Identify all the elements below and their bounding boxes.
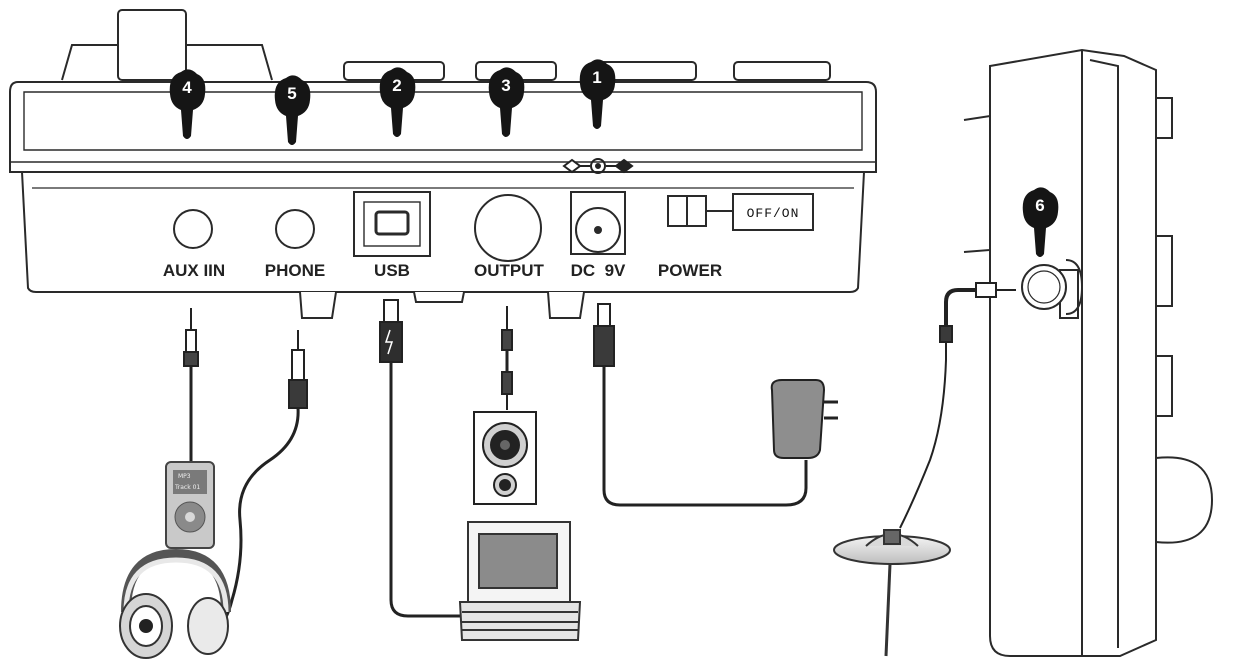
marker-number-5: 5	[287, 84, 296, 103]
pointing-hand-icon: 6	[1022, 187, 1059, 257]
marker-number-4: 4	[182, 78, 192, 97]
cymbal-icon	[833, 529, 951, 657]
marker-number-1: 1	[592, 68, 601, 87]
mp3-brand: MP3	[178, 473, 191, 480]
aux-cable	[183, 308, 199, 462]
drum-module-back	[9, 9, 877, 319]
power-adapter-icon	[770, 379, 838, 459]
usb-cable	[379, 299, 470, 618]
port-label-output: OUTPUT	[474, 261, 545, 280]
marker-number-3: 3	[501, 76, 510, 95]
output-cable	[501, 306, 513, 410]
dc-cable	[593, 303, 808, 507]
marker-number-2: 2	[392, 76, 401, 95]
marker-number-6: 6	[1035, 196, 1044, 215]
port-label-phone: PHONE	[265, 261, 325, 280]
pointing-hand-icon: 4	[169, 69, 206, 139]
mp3-screen-text: Track 01	[174, 484, 200, 491]
pointing-hand-icon: 2	[379, 67, 416, 137]
pointing-hand-icon: 1	[579, 59, 616, 129]
dc-polarity-icon	[562, 158, 634, 174]
power-switch-label: OFF/ON	[747, 206, 800, 221]
laptop-icon	[458, 521, 582, 641]
speaker-icon	[473, 411, 537, 505]
port-label-usb: USB	[374, 261, 410, 280]
mp3-player-icon: MP3 Track 01	[165, 461, 215, 549]
port-label-aux: AUX IIN	[163, 261, 225, 280]
headphones-icon	[119, 548, 231, 659]
pointing-hand-icon: 3	[488, 67, 525, 137]
drum-module-side	[963, 48, 1214, 657]
port-label-power: POWER	[658, 261, 722, 280]
port-label-dc: DC 9V	[571, 261, 626, 280]
pointing-hand-icon: 5	[274, 75, 311, 145]
cymbal-cable	[899, 282, 1016, 529]
